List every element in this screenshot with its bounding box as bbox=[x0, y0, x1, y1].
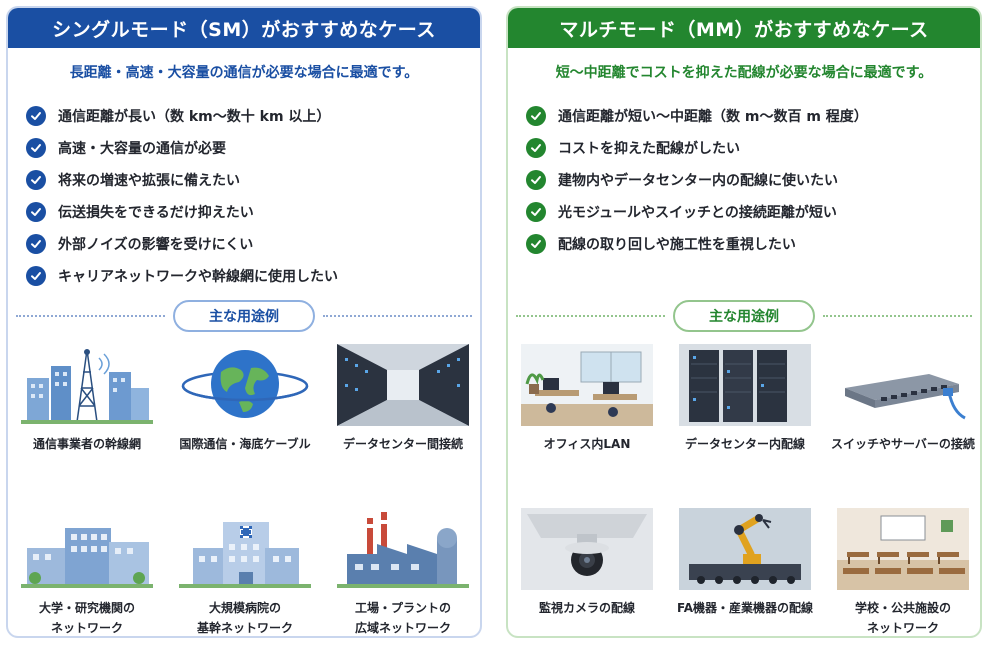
single-mode-panel: シングルモード（SM）がおすすめなケース 長距離・高速・大容量の通信が必要な場合… bbox=[6, 6, 482, 638]
mm-panel-title: マルチモード（MM）がおすすめなケース bbox=[508, 8, 980, 48]
divider-line bbox=[16, 315, 165, 317]
sm-use-label: 工場・プラントの 広域ネットワーク bbox=[354, 601, 451, 635]
sm-checklist: 通信距離が長い（数 km〜数十 km 以上） 高速・大容量の通信が必要 将来の増… bbox=[8, 100, 480, 292]
sm-check-label: 外部ノイズの影響を受けにくい bbox=[58, 237, 254, 253]
factory-icon bbox=[337, 512, 469, 588]
mm-use-label: 学校・公共施設の ネットワーク bbox=[854, 601, 951, 635]
mm-check-label: 光モジュールやスイッチとの接続距離が短い bbox=[558, 205, 837, 221]
mm-use-label: スイッチやサーバーの接続 bbox=[831, 437, 975, 451]
multi-mode-panel: マルチモード（MM）がおすすめなケース 短〜中距離でコストを抑えた配線が必要な場… bbox=[506, 6, 982, 638]
mm-use-item: 学校・公共施設の ネットワーク bbox=[828, 508, 978, 636]
mm-use-label: FA機器・産業機器の配線 bbox=[676, 601, 814, 615]
sm-panel-title: シングルモード（SM）がおすすめなケース bbox=[8, 8, 480, 48]
mm-check-item: 通信距離が短い〜中距離（数 m〜数百 m 程度） bbox=[526, 100, 980, 132]
mm-use-item: FA機器・産業機器の配線 bbox=[670, 508, 820, 618]
check-icon bbox=[26, 170, 46, 190]
check-icon bbox=[26, 202, 46, 222]
sm-subtitle: 長距離・高速・大容量の通信が必要な場合に最適です。 bbox=[69, 65, 419, 81]
sm-use-item: 工場・プラントの 広域ネットワーク bbox=[328, 508, 478, 636]
check-icon bbox=[526, 170, 546, 190]
sm-use-item: 国際通信・海底ケーブル bbox=[170, 344, 320, 454]
mm-uses-divider: 主な用途例 bbox=[516, 300, 972, 332]
sm-use-label: 大規模病院の 基幹ネットワーク bbox=[196, 601, 293, 635]
mm-use-item: 監視カメラの配線 bbox=[512, 508, 662, 618]
sm-use-label: 大学・研究機関の ネットワーク bbox=[38, 601, 135, 635]
mm-use-item: データセンター内配線 bbox=[670, 344, 820, 454]
sm-uses-divider: 主な用途例 bbox=[16, 300, 472, 332]
mm-check-item: 建物内やデータセンター内の配線に使いたい bbox=[526, 164, 980, 196]
sm-check-item: 外部ノイズの影響を受けにくい bbox=[26, 228, 480, 260]
campus-icon bbox=[21, 528, 153, 588]
classroom-icon bbox=[837, 508, 969, 590]
office-icon bbox=[521, 344, 653, 426]
sm-check-label: 伝送損失をできるだけ抑えたい bbox=[58, 205, 254, 221]
mm-check-label: 通信距離が短い〜中距離（数 m〜数百 m 程度） bbox=[558, 109, 868, 125]
sm-use-label: 通信事業者の幹線網 bbox=[32, 437, 141, 451]
globe-icon bbox=[181, 350, 309, 418]
check-icon bbox=[26, 106, 46, 126]
sm-check-label: 将来の増速や拡張に備えたい bbox=[58, 173, 240, 189]
hospital-icon bbox=[179, 522, 311, 588]
mm-check-label: コストを抑えた配線がしたい bbox=[558, 141, 740, 157]
sm-check-item: 高速・大容量の通信が必要 bbox=[26, 132, 480, 164]
sm-check-item: 将来の増速や拡張に備えたい bbox=[26, 164, 480, 196]
sm-check-label: 高速・大容量の通信が必要 bbox=[58, 141, 226, 157]
mm-check-label: 配線の取り回しや施工性を重視したい bbox=[558, 237, 796, 253]
mm-check-item: コストを抑えた配線がしたい bbox=[526, 132, 980, 164]
check-icon bbox=[526, 234, 546, 254]
server-rack-icon bbox=[679, 344, 811, 426]
check-icon bbox=[26, 266, 46, 286]
divider-line bbox=[516, 315, 665, 317]
divider-line bbox=[323, 315, 472, 317]
mm-checklist: 通信距離が短い〜中距離（数 m〜数百 m 程度） コストを抑えた配線がしたい 建… bbox=[508, 100, 980, 260]
sm-use-label: 国際通信・海底ケーブル bbox=[179, 437, 311, 451]
sm-check-item: 伝送損失をできるだけ抑えたい bbox=[26, 196, 480, 228]
security-camera-icon bbox=[521, 508, 653, 590]
mm-subtitle: 短〜中距離でコストを抑えた配線が必要な場合に最適です。 bbox=[555, 65, 933, 81]
sm-check-item: キャリアネットワークや幹線網に使用したい bbox=[26, 260, 480, 292]
mm-use-label: 監視カメラの配線 bbox=[538, 601, 635, 615]
sm-check-item: 通信距離が長い（数 km〜数十 km 以上） bbox=[26, 100, 480, 132]
sm-use-item: 大規模病院の 基幹ネットワーク bbox=[170, 508, 320, 636]
divider-line bbox=[823, 315, 972, 317]
check-icon bbox=[526, 202, 546, 222]
mm-use-item: スイッチやサーバーの接続 bbox=[828, 344, 978, 454]
sm-use-item: データセンター間接続 bbox=[328, 344, 478, 454]
mm-use-label: オフィス内LAN bbox=[543, 437, 631, 451]
sm-use-label: データセンター間接続 bbox=[342, 437, 463, 451]
check-icon bbox=[526, 106, 546, 126]
mm-check-item: 光モジュールやスイッチとの接続距離が短い bbox=[526, 196, 980, 228]
sm-use-item: 大学・研究機関の ネットワーク bbox=[12, 508, 162, 636]
robot-arm-icon bbox=[679, 508, 811, 590]
mm-use-label: データセンター内配線 bbox=[684, 437, 805, 451]
sm-use-item: 通信事業者の幹線網 bbox=[12, 344, 162, 454]
check-icon bbox=[526, 138, 546, 158]
datacenter-corridor-icon bbox=[337, 344, 469, 426]
mm-check-item: 配線の取り回しや施工性を重視したい bbox=[526, 228, 980, 260]
sm-check-label: キャリアネットワークや幹線網に使用したい bbox=[58, 269, 338, 285]
mm-check-label: 建物内やデータセンター内の配線に使いたい bbox=[558, 173, 838, 189]
mm-uses-label: 主な用途例 bbox=[673, 300, 815, 332]
network-switch-icon bbox=[845, 374, 966, 420]
check-icon bbox=[26, 138, 46, 158]
sm-uses-label: 主な用途例 bbox=[173, 300, 315, 332]
check-icon bbox=[26, 234, 46, 254]
telecom-tower-icon bbox=[21, 349, 153, 424]
mm-use-item: オフィス内LAN bbox=[512, 344, 662, 454]
sm-check-label: 通信距離が長い（数 km〜数十 km 以上） bbox=[58, 109, 331, 125]
